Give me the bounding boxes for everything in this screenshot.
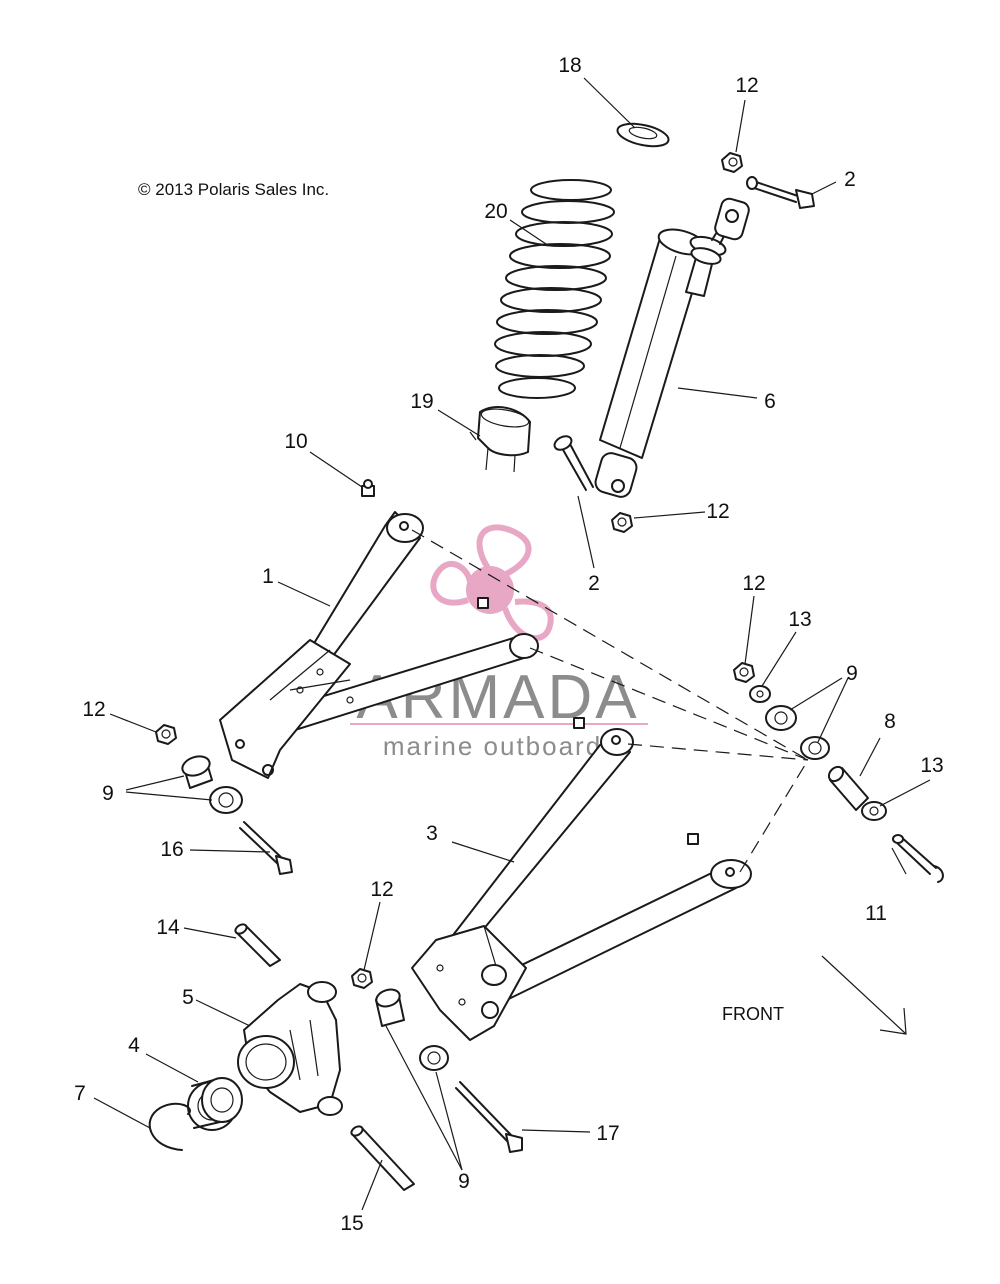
callout-5: 5	[182, 986, 194, 1009]
callout-2: 2	[844, 168, 856, 191]
callout-10: 10	[284, 430, 307, 453]
callout-1: 1	[262, 565, 274, 588]
part-12-nut-right	[733, 662, 755, 683]
part-9-bushing-right-b	[800, 736, 830, 760]
assembly-dash-lines	[411, 529, 809, 873]
callout-9: 9	[102, 782, 114, 805]
part-12-nut-knuckle	[351, 968, 373, 989]
part-9-bushing-right-a	[765, 705, 797, 731]
part-13-washer-upper	[749, 685, 771, 703]
callout-9: 9	[458, 1170, 470, 1193]
leader-lines	[93, 77, 931, 1211]
callout-12: 12	[735, 74, 758, 97]
grease-fitting-lower-arm-a	[573, 717, 585, 729]
part-19-spring-seat	[469, 406, 531, 473]
callout-6: 6	[764, 390, 776, 413]
callout-17: 17	[596, 1122, 619, 1145]
grease-fitting-lower-arm-b	[687, 833, 699, 845]
part-12-nut-shock-lower	[611, 512, 633, 533]
part-18-spring-retainer	[616, 122, 670, 148]
callout-2: 2	[588, 572, 600, 595]
callout-7: 7	[74, 1082, 86, 1105]
callout-12: 12	[706, 500, 729, 523]
part-16-bolt	[239, 821, 293, 875]
part-10-grease-fitting	[361, 479, 375, 497]
propeller-logo-icon	[430, 524, 554, 642]
part-7-circlip	[148, 1102, 191, 1151]
callout-12: 12	[742, 572, 765, 595]
part-20-coil-spring	[494, 179, 615, 399]
callout-14: 14	[156, 916, 180, 939]
grease-fitting-upper-arm	[477, 597, 489, 609]
part-17-bolt	[455, 1081, 523, 1153]
part-8-sleeve	[827, 765, 869, 811]
part-15-sleeve	[350, 1125, 415, 1191]
callout-15: 15	[340, 1212, 363, 1235]
part-9-bushing-bottom-b	[419, 1045, 449, 1071]
callout-8: 8	[884, 710, 896, 733]
part-4-bearing	[187, 1077, 243, 1131]
part-2-bolt-upper	[746, 176, 815, 209]
callout-4: 4	[128, 1034, 140, 1057]
part-11-pin	[892, 834, 944, 883]
callout-16: 16	[160, 838, 183, 861]
copyright-notice: © 2013 Polaris Sales Inc.	[138, 180, 329, 199]
part-9-bushing-left-a	[181, 755, 213, 789]
callout-9: 9	[846, 662, 858, 685]
callout-12: 12	[82, 698, 105, 721]
part-1-upper-a-arm	[219, 511, 539, 779]
callout-18: 18	[558, 54, 581, 77]
front-direction-arrow	[821, 955, 907, 1035]
part-9-bushing-bottom-a	[375, 988, 405, 1027]
part-9-bushing-left-b	[209, 786, 243, 814]
part-2-bolt-lower	[553, 435, 594, 491]
part-6-shock-absorber	[594, 197, 750, 498]
callout-19: 19	[410, 390, 433, 413]
part-14-sleeve	[234, 923, 281, 967]
callout-12: 12	[370, 878, 393, 901]
part-5-knuckle	[237, 981, 343, 1116]
callout-13: 13	[920, 754, 943, 777]
callout-13: 13	[788, 608, 811, 631]
callout-3: 3	[426, 822, 438, 845]
front-direction-label: FRONT	[722, 1004, 784, 1024]
part-13-washer-lower	[861, 801, 887, 821]
part-3-lower-a-arm	[411, 728, 752, 1041]
callout-numbers: 18 12 2 20 6 19 10 12 2 1 12 13 9 12 8 1…	[74, 54, 944, 1235]
callout-11: 11	[865, 902, 887, 925]
watermark-tagline: marine outboards	[383, 731, 617, 761]
callout-20: 20	[484, 200, 507, 223]
part-12-nut-left	[155, 724, 177, 745]
part-12-nut-top	[721, 152, 743, 173]
